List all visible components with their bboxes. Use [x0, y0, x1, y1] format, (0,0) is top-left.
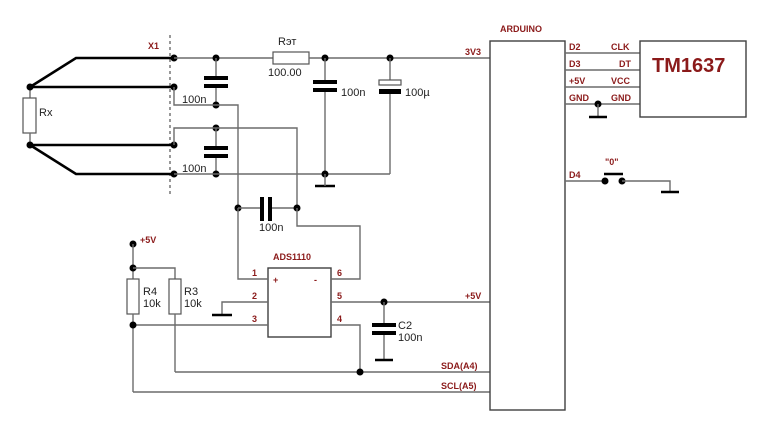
- tm1637-pin-clk: CLK: [611, 42, 630, 52]
- r4-value: 10k: [143, 298, 161, 310]
- tm1637-pin-vcc: VCC: [611, 76, 631, 86]
- input-capacitor-1: [204, 54, 228, 109]
- arduino-pin-3v3: 3V3: [465, 47, 481, 57]
- input-capacitor-2: [204, 124, 228, 178]
- differential-capacitor: [234, 197, 301, 221]
- connector-x1-label: X1: [148, 41, 159, 51]
- r-ref-label: Rэт: [278, 36, 296, 48]
- c-in2-value: 100n: [182, 163, 206, 175]
- r3-resistor: [133, 267, 182, 372]
- arduino-board: [489, 40, 566, 411]
- gnd-symbol-display: [589, 100, 607, 119]
- arduino-pin-5v-left: +5V: [465, 291, 481, 301]
- ads1110-minus: -: [314, 275, 317, 285]
- arduino-pin-d4: D4: [569, 170, 581, 180]
- r4-resistor: [126, 244, 140, 392]
- ads-pin-2: 2: [252, 291, 257, 301]
- arduino-pin-sda: SDA(A4): [441, 361, 478, 371]
- r4-label: R4: [143, 286, 157, 298]
- rx-resistor: [22, 83, 37, 149]
- ads-pin-5: 5: [337, 291, 342, 301]
- arduino-label: ARDUINO: [500, 24, 542, 34]
- ads-pin1-wire: [237, 208, 268, 280]
- arduino-pin-gnd: GND: [569, 93, 590, 103]
- ads-pin6-wire: [296, 208, 361, 280]
- zero-button-label: "0": [605, 157, 619, 167]
- ads-pin2-wire: [221, 301, 268, 315]
- wire-in-plus: [173, 87, 239, 208]
- ads-pin-6: 6: [337, 268, 342, 278]
- tm1637-pin-dt: DT: [619, 59, 631, 69]
- ads-pin-4: 4: [337, 314, 342, 324]
- c2-value: 100n: [398, 332, 422, 344]
- r3-value: 10k: [184, 298, 202, 310]
- wire-in-minus: [173, 127, 298, 208]
- rx-bold-leads: [29, 56, 174, 176]
- c-elec-value: 100µ: [405, 87, 430, 99]
- c-diff-value: 100n: [259, 222, 283, 234]
- tm1637-module: [639, 40, 747, 118]
- arduino-pin-5v-right: +5V: [569, 76, 585, 86]
- r3-label: R3: [184, 286, 198, 298]
- electrolytic-capacitor: [378, 54, 402, 174]
- arduino-pin-scl: SCL(A5): [441, 381, 477, 391]
- zero-button[interactable]: [601, 172, 626, 185]
- ads-pin4-wire: [331, 324, 361, 372]
- supply-5v-label: +5V: [140, 235, 156, 245]
- arduino-pin-d3: D3: [569, 59, 581, 69]
- c-bypass-value: 100n: [341, 87, 365, 99]
- ads-pin-1: 1: [252, 268, 257, 278]
- tm1637-label: TM1637: [652, 55, 725, 77]
- rx-label: Rx: [39, 107, 53, 119]
- arduino-pin-d2: D2: [569, 42, 581, 52]
- ads1110-plus: +: [273, 275, 278, 285]
- top-rail: [174, 51, 490, 65]
- c2-label: C2: [398, 320, 412, 332]
- tm1637-pin-gnd: GND: [611, 93, 632, 103]
- button-ground-wire: [622, 180, 671, 192]
- r-ref-value: 100.00: [268, 67, 302, 79]
- c-in1-value: 100n: [182, 94, 206, 106]
- bypass-capacitor: [313, 54, 337, 188]
- c2-capacitor: [372, 298, 396, 362]
- ads1110-label: ADS1110: [273, 252, 311, 262]
- sda-junction: [356, 368, 364, 376]
- ads-pin-3: 3: [252, 314, 257, 324]
